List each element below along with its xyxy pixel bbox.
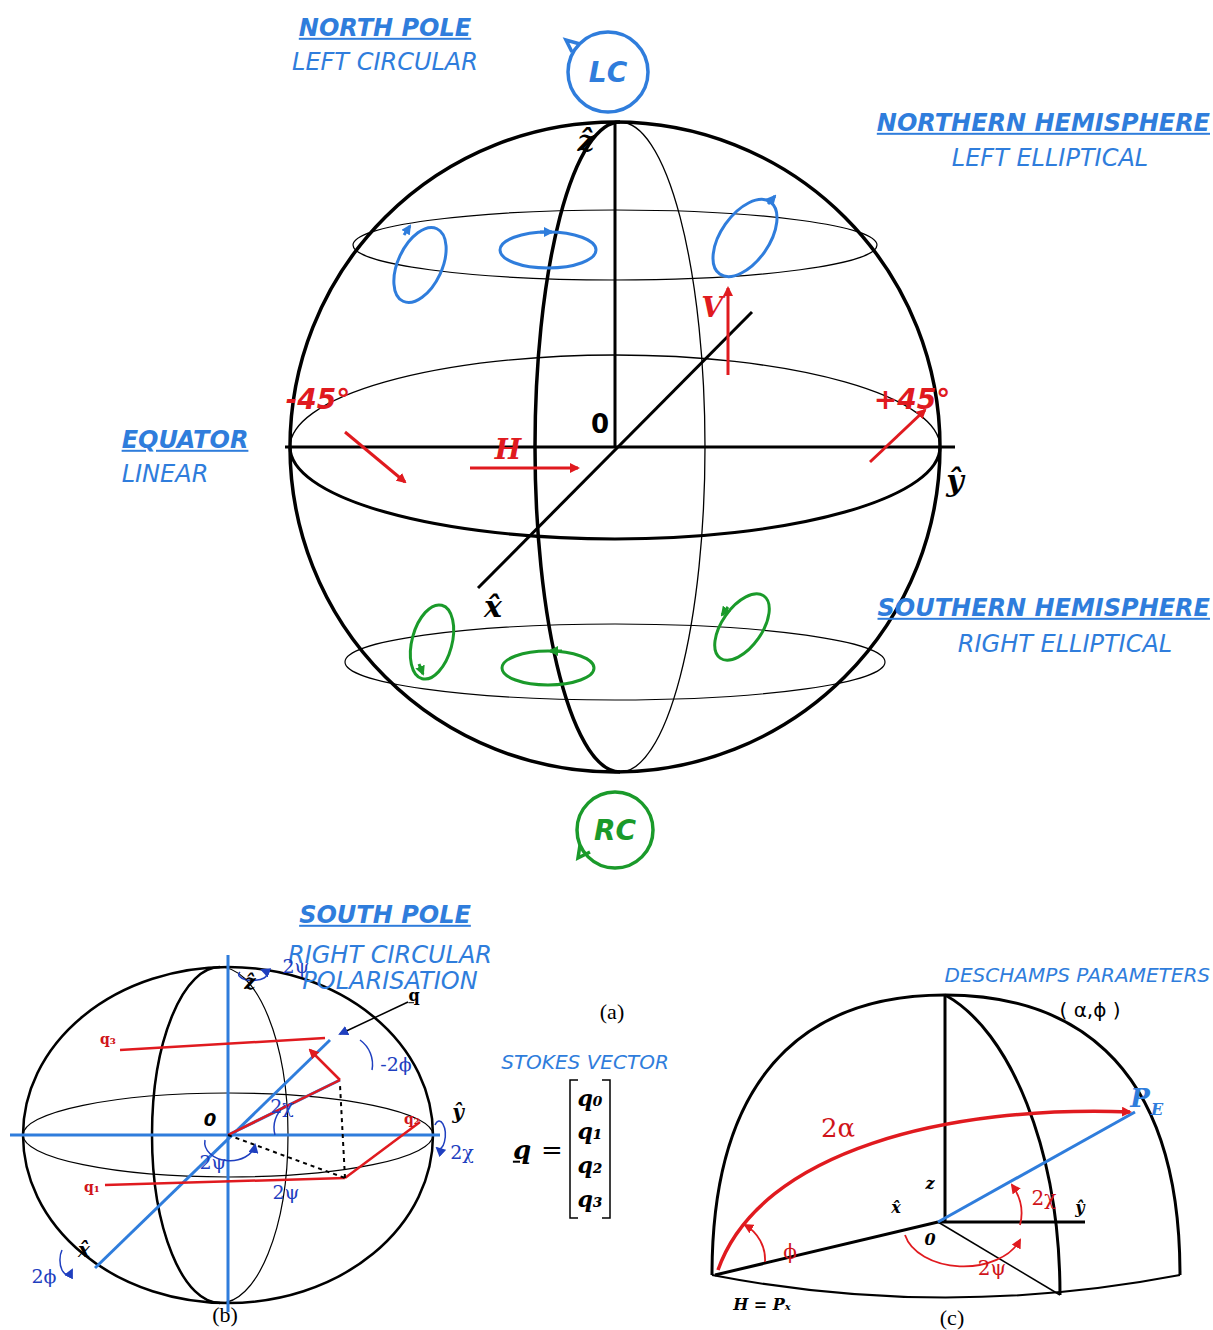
state-label: H — [495, 435, 521, 466]
vector-label: q — [408, 987, 419, 1005]
angle-label: 2ψ — [283, 956, 310, 977]
region-heading: EQUATOR — [122, 427, 249, 453]
axis-label: x̂ — [484, 590, 502, 623]
angle-label: 2χ — [270, 1096, 294, 1117]
angle-label: 2ϕ — [31, 1266, 56, 1287]
axis-label: x̂ — [78, 1239, 90, 1261]
state-label: +45° — [874, 385, 950, 416]
axis-label: z — [925, 1175, 934, 1193]
region-subtitle: RIGHT ELLIPTICAL — [958, 631, 1172, 657]
angle-label: 2ψ — [273, 1182, 300, 1203]
point-label: P — [1130, 1084, 1150, 1113]
axis-label: ŷ — [452, 1101, 464, 1123]
region-heading: SOUTH POLE — [299, 902, 471, 928]
angle-label: 2χ — [1032, 1187, 1057, 1209]
polarisation-circle: LC — [562, 26, 654, 118]
matrix-entry: q₂ — [577, 1153, 602, 1177]
point-subscript: E — [1151, 1101, 1163, 1119]
equals-sign: = — [541, 1136, 563, 1165]
region-heading: NORTHERN HEMISPHERE — [877, 110, 1210, 136]
region-subtitle: LEFT ELLIPTICAL — [952, 145, 1148, 171]
matrix-entry: q₁ — [577, 1119, 602, 1143]
panel-heading: STOKES VECTOR — [501, 1051, 669, 1073]
axis-label: ẑ — [244, 971, 255, 993]
axis-label: ŷ — [946, 464, 963, 497]
origin-label: 0 — [924, 1231, 935, 1249]
angle-label: ϕ — [783, 1241, 797, 1263]
circle-label: RC — [594, 814, 636, 847]
panel-caption: (c) — [940, 1306, 964, 1330]
region-subtitle: LINEAR — [122, 461, 209, 487]
component-label: q₁ — [84, 1180, 100, 1195]
circle-label: LC — [589, 56, 627, 89]
matrix-entry: q₃ — [577, 1187, 602, 1211]
region-heading: NORTH POLE — [299, 15, 471, 41]
axis-label: ŷ — [1075, 1199, 1084, 1217]
angle-label: 2ψ — [200, 1152, 227, 1173]
panel-caption: (a) — [600, 1000, 624, 1024]
axis-label: x̂ — [891, 1199, 901, 1217]
matrix-entry: q₀ — [577, 1086, 602, 1110]
point-label: H = Pₓ — [733, 1296, 791, 1314]
state-label: V — [701, 293, 723, 324]
component-label: q₂ — [404, 1112, 420, 1127]
origin-label: 0 — [591, 410, 609, 439]
component-label: q₃ — [100, 1032, 116, 1047]
parameter-label: ( α,ϕ ) — [1059, 999, 1120, 1021]
origin-label: 0 — [204, 1110, 217, 1130]
panel-heading: DESCHAMPS PARAMETERS — [945, 964, 1210, 986]
region-heading: SOUTHERN HEMISPHERE — [878, 595, 1210, 621]
angle-label: -2ϕ — [380, 1054, 411, 1075]
polarisation-circle: RC — [571, 786, 659, 874]
state-label: -45° — [286, 385, 351, 416]
angle-label: 2χ — [450, 1142, 474, 1163]
angle-label: 2ψ — [978, 1257, 1006, 1279]
region-subtitle: LEFT CIRCULAR — [292, 49, 478, 75]
angle-label: 2α — [821, 1114, 855, 1143]
panel-caption: (b) — [212, 1303, 238, 1327]
vector-symbol: q — [513, 1136, 531, 1165]
axis-label: ẑ — [577, 124, 594, 157]
